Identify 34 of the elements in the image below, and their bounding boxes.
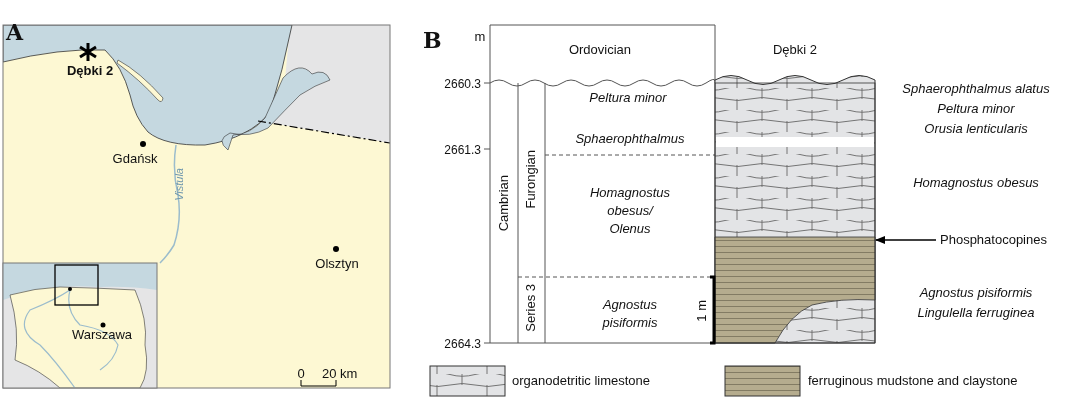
place-label: Dębki 2 xyxy=(65,63,115,79)
zone-label: Peltura minor xyxy=(588,90,668,106)
depth-label: 2661.3 xyxy=(443,142,481,158)
scale-label: 0 xyxy=(296,366,306,382)
fossil-label: Peltura minor xyxy=(936,101,1016,117)
series-label: Furongian xyxy=(523,150,539,209)
annotation-label: Phosphatocopines xyxy=(940,232,1080,248)
scale-label: 1 m xyxy=(694,300,710,322)
series-label: Series 3 xyxy=(523,284,539,332)
legend-label: ferruginous mudstone and claystone xyxy=(808,373,1019,389)
depth-label: 2664.3 xyxy=(443,336,481,352)
fossil-label: Lingulella ferruginea xyxy=(916,305,1036,321)
river-label: Vistula xyxy=(172,168,186,201)
arrow xyxy=(875,236,937,244)
fossil-label: Sphaerophthalmus alatus xyxy=(901,81,1051,97)
zone-label: Agnostus pisiformis xyxy=(601,296,659,332)
panel-letter: B xyxy=(423,28,443,52)
zone-label: Sphaerophthalmus xyxy=(574,131,686,147)
depth-label: 2660.3 xyxy=(443,76,481,92)
fossil-label: Orusia lenticularis xyxy=(923,121,1029,137)
section-title: Dębki 2 xyxy=(771,42,819,58)
period-label: Cambrian xyxy=(496,175,512,232)
period-label: Ordovician xyxy=(567,42,633,58)
fossil-label: Agnostus pisiformis xyxy=(918,285,1034,301)
place-label: Gdańsk xyxy=(111,151,159,167)
scale-label: 20 km xyxy=(322,366,359,382)
place-label: Olsztyn xyxy=(314,256,360,272)
lithology-column-drawing xyxy=(714,75,876,344)
panel-letter: A xyxy=(6,20,25,44)
fossil-label: Homagnostus obesus xyxy=(912,175,1040,191)
zone-label: Homagnostus obesus/ Olenus xyxy=(588,184,672,238)
unit-label: m xyxy=(473,29,487,45)
legend-label: organodetritic limestone xyxy=(512,373,652,389)
place-label: Warszawa xyxy=(70,327,134,343)
